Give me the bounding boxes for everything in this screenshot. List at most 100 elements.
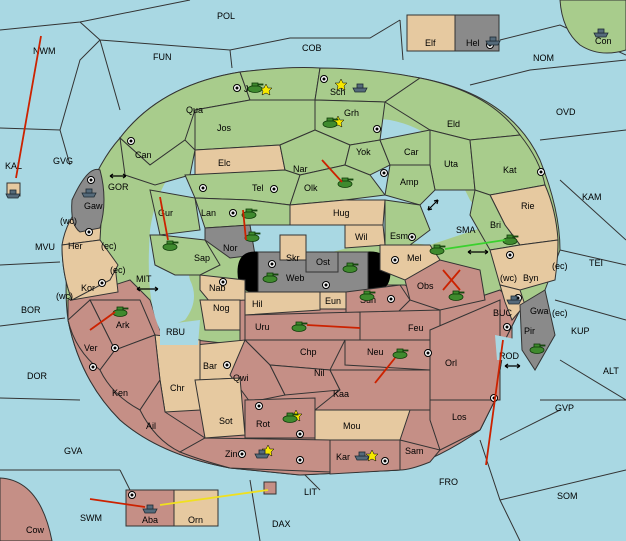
label-uru: Uru [255, 322, 270, 332]
region-neu[interactable] [344, 339, 431, 371]
label-neu: Neu [367, 347, 384, 357]
label-olk: Olk [304, 183, 318, 193]
army-unit [262, 272, 279, 283]
fleets[interactable] [5, 28, 609, 514]
orders [15, 35, 504, 508]
region-los[interactable] [429, 399, 496, 451]
label-ail: Ail [146, 421, 156, 431]
label-nor: Nor [223, 243, 238, 253]
fleet-unit [5, 189, 21, 199]
region-hil[interactable] [244, 291, 321, 316]
region-con[interactable] [559, 0, 626, 54]
region-qwi[interactable] [229, 339, 286, 403]
region-gaw[interactable] [71, 168, 105, 233]
label-ost: Ost [316, 257, 331, 267]
label-nwm: NWM [33, 46, 56, 56]
canal-link [427, 199, 439, 211]
label-chr: Chr [170, 383, 185, 393]
region-uta[interactable] [429, 129, 476, 191]
label-qwi: Qwi [233, 373, 249, 383]
region-can[interactable] [119, 136, 196, 186]
army-unit [322, 117, 339, 128]
region-mou[interactable] [314, 409, 411, 441]
label-sam: Sam [405, 446, 424, 456]
region-ail[interactable] [139, 378, 206, 453]
canal-link [109, 173, 127, 179]
label-rbu: RBU [166, 327, 185, 337]
region-hug[interactable] [289, 199, 386, 226]
supply-center [296, 456, 304, 464]
label-som: SOM [557, 491, 578, 501]
label-dor: DOR [27, 371, 48, 381]
label-elc: Elc [218, 158, 231, 168]
region-lit-box[interactable] [263, 481, 277, 495]
sea-labels: POL FUN COB NWM NOM OVD GVG KAL KAM GOR … [5, 11, 619, 529]
label-car: Car [404, 147, 419, 157]
label-kor-wc: (wc) [56, 291, 73, 301]
label-gvg: GVG [53, 156, 73, 166]
label-mit: MIT [136, 274, 152, 284]
label-zin: Zin [225, 449, 238, 459]
label-amp: Amp [400, 177, 419, 187]
canal-link [136, 286, 159, 292]
label-nar: Nar [293, 164, 308, 174]
region-obs[interactable] [404, 259, 486, 311]
army-unit [291, 321, 308, 332]
coast-labels: (wc) (ec) (ec) (wc) (wc) (ec) (ec) [56, 216, 568, 318]
region-yok[interactable] [344, 139, 391, 176]
label-gwa: Gwa [530, 306, 549, 316]
order-move [306, 324, 361, 329]
supply-center [506, 251, 514, 259]
label-gaw: Gaw [84, 201, 103, 211]
label-kaa: Kaa [333, 389, 349, 399]
supply-center [85, 228, 93, 236]
region-rot[interactable] [244, 397, 316, 439]
region-nog[interactable] [199, 299, 241, 331]
label-kor: Kor [81, 283, 95, 293]
order-move [321, 159, 343, 183]
region-ken[interactable] [99, 334, 161, 411]
supply-center [391, 256, 399, 264]
label-mvu: MVU [35, 242, 55, 252]
region-feu[interactable] [359, 309, 441, 341]
order-move [159, 196, 169, 241]
region-skr[interactable] [279, 234, 307, 261]
region-sun[interactable] [345, 284, 411, 316]
label-fun: FUN [153, 52, 172, 62]
region-kor[interactable] [61, 239, 119, 301]
label-alt: ALT [603, 366, 619, 376]
order-move [15, 35, 42, 179]
label-byn: Byn [523, 273, 539, 283]
army-unit [342, 262, 359, 273]
label-rod: ROD [499, 351, 520, 361]
army-unit [392, 348, 409, 359]
supply-center [270, 185, 278, 193]
label-bor: BOR [21, 305, 41, 315]
label-mou: Mou [343, 421, 361, 431]
region-amp[interactable] [384, 164, 436, 206]
region-ost[interactable] [305, 251, 339, 273]
north-regions [119, 67, 559, 276]
region-zin[interactable] [178, 437, 331, 473]
label-tei: TEI [589, 258, 603, 268]
army-unit [429, 244, 446, 255]
label-orn: Orn [188, 515, 203, 525]
region-pir[interactable] [519, 289, 556, 371]
capital-star [334, 78, 348, 91]
capital-star [365, 449, 379, 462]
label-bri: Bri [490, 220, 501, 230]
region-gur[interactable] [149, 189, 201, 236]
label-gvp: GVP [555, 403, 574, 413]
fleet-unit [254, 449, 270, 459]
armies[interactable] [112, 82, 546, 423]
fleet-unit [142, 504, 158, 514]
fleet-unit [593, 28, 609, 38]
region-esm[interactable] [384, 199, 431, 246]
label-buc: BUC [493, 308, 513, 318]
label-hel: Hel [466, 38, 480, 48]
region-sam[interactable] [399, 439, 441, 471]
region-orn[interactable] [173, 489, 219, 527]
order-support-line [159, 489, 269, 506]
